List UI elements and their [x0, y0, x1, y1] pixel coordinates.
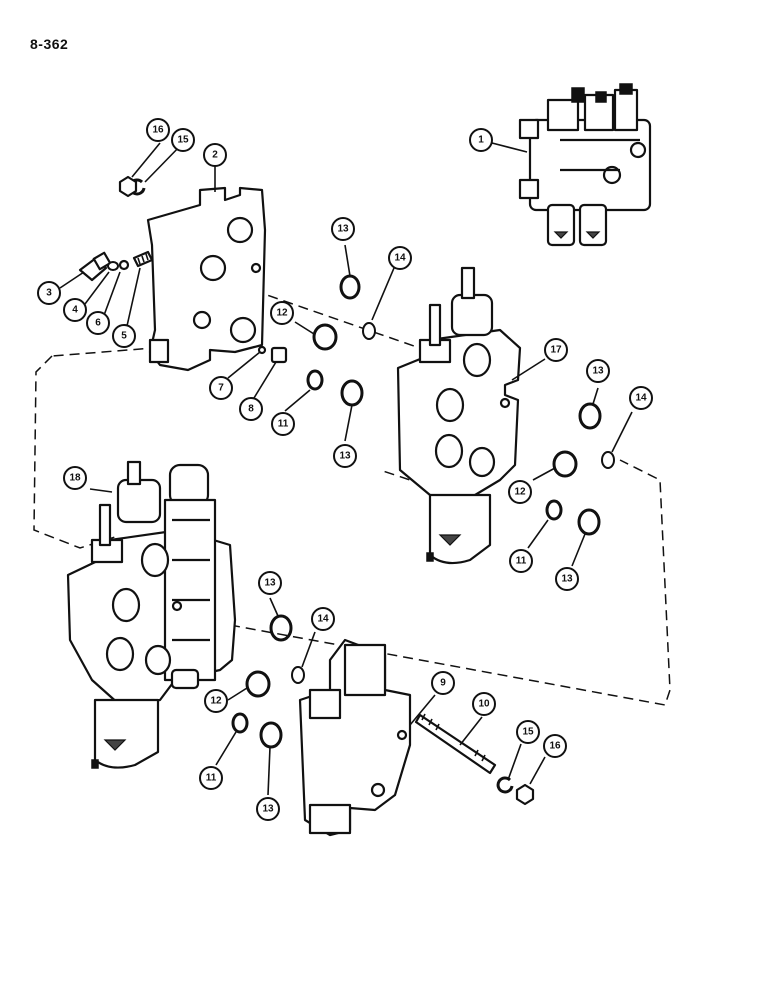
callout-8-label: 8 — [248, 404, 254, 415]
seal-ring-13d — [577, 508, 601, 536]
callout-6-label: 6 — [95, 318, 101, 329]
o-ring-small — [107, 261, 119, 271]
middle-valve-section — [396, 266, 522, 565]
callout-13-c: 13 — [586, 359, 610, 383]
callout-15-top: 15 — [171, 128, 195, 152]
seal-ring-12a — [312, 323, 338, 351]
callout-3: 3 — [37, 281, 61, 305]
callout-13-b-label: 13 — [339, 451, 351, 462]
callout-11-b-label: 11 — [516, 556, 527, 567]
callout-16-bottom-label: 16 — [549, 741, 561, 752]
fitting — [78, 251, 112, 282]
seal-ring-11c — [231, 712, 249, 734]
tie-rod — [414, 713, 497, 775]
callout-13-b: 13 — [333, 444, 357, 468]
callout-13-e-label: 13 — [264, 578, 276, 589]
callout-7: 7 — [209, 376, 233, 400]
callout-2: 2 — [203, 143, 227, 167]
callout-12-b-label: 12 — [514, 487, 526, 498]
callout-12-a-label: 12 — [276, 308, 288, 319]
callout-13-a: 13 — [331, 217, 355, 241]
callout-13-f: 13 — [256, 797, 280, 821]
callout-1-label: 1 — [478, 135, 484, 146]
callout-10: 10 — [472, 692, 496, 716]
callout-11-b: 11 — [509, 549, 533, 573]
callout-6: 6 — [86, 311, 110, 335]
plug — [270, 346, 288, 364]
callout-17-label: 17 — [550, 345, 562, 356]
callout-16-bottom: 16 — [543, 734, 567, 758]
callout-4: 4 — [63, 298, 87, 322]
callout-17: 17 — [544, 338, 568, 362]
callout-9-label: 9 — [440, 678, 446, 689]
seal-ring-12c — [245, 670, 271, 698]
spring — [132, 250, 154, 268]
callout-13-d-label: 13 — [561, 574, 573, 585]
callout-12-c-label: 12 — [210, 696, 222, 707]
callout-14-a: 14 — [388, 246, 412, 270]
callout-11-a: 11 — [271, 412, 295, 436]
callout-15-bottom: 15 — [516, 720, 540, 744]
callout-16-top-label: 16 — [152, 125, 164, 136]
callout-5-label: 5 — [121, 331, 127, 342]
callout-12-a: 12 — [270, 301, 294, 325]
callout-14-c-label: 14 — [317, 614, 329, 625]
check-ball — [257, 345, 267, 355]
callout-2-label: 2 — [212, 150, 218, 161]
seal-ring-11a — [306, 369, 324, 391]
backup-ring-14a — [362, 322, 376, 340]
callout-18-label: 18 — [69, 473, 81, 484]
callout-13-c-label: 13 — [592, 366, 604, 377]
callout-15-top-label: 15 — [177, 135, 189, 146]
callout-10-label: 10 — [478, 699, 490, 710]
callout-4-label: 4 — [72, 305, 78, 316]
front-valve-section — [66, 460, 237, 769]
leader-lines — [59, 142, 633, 796]
assembled-valve — [518, 83, 652, 247]
callout-13-f-label: 13 — [262, 804, 274, 815]
callout-14-c: 14 — [311, 607, 335, 631]
callout-15-bottom-label: 15 — [522, 727, 534, 738]
callout-7-label: 7 — [218, 383, 224, 394]
hex-nut-bottom — [515, 783, 535, 806]
callout-3-label: 3 — [46, 288, 52, 299]
seal-ring-13f — [259, 721, 283, 749]
callout-14-b-label: 14 — [635, 393, 647, 404]
seal-ring-13a — [339, 274, 361, 300]
callout-13-e: 13 — [258, 571, 282, 595]
callout-11-a-label: 11 — [278, 419, 289, 430]
callout-18: 18 — [63, 466, 87, 490]
outlet-end-section — [298, 638, 412, 837]
backup-ring-14c — [291, 666, 305, 684]
backup-ring-14b — [601, 451, 615, 469]
callout-5: 5 — [112, 324, 136, 348]
callout-11-c: 11 — [199, 766, 223, 790]
callout-13-d: 13 — [555, 567, 579, 591]
callout-13-a-label: 13 — [337, 224, 349, 235]
lock-washer-bottom — [496, 776, 514, 794]
ball — [118, 259, 130, 271]
callout-12-c: 12 — [204, 689, 228, 713]
callout-11-c-label: 11 — [206, 773, 217, 784]
seal-ring-13b — [340, 379, 364, 407]
seal-ring-11b — [545, 499, 563, 521]
callout-16-top: 16 — [146, 118, 170, 142]
callout-14-a-label: 14 — [394, 253, 406, 264]
page-number: 8-362 — [30, 36, 69, 52]
callout-1: 1 — [469, 128, 493, 152]
callout-9: 9 — [431, 671, 455, 695]
hex-nut-top — [118, 175, 138, 198]
seal-ring-12b — [552, 450, 578, 478]
callout-14-b: 14 — [629, 386, 653, 410]
seal-ring-13e — [269, 614, 293, 642]
callout-12-b: 12 — [508, 480, 532, 504]
inlet-end-section — [146, 186, 267, 372]
seal-ring-13c — [578, 402, 602, 430]
assembly-outline — [33, 284, 671, 706]
callout-8: 8 — [239, 397, 263, 421]
